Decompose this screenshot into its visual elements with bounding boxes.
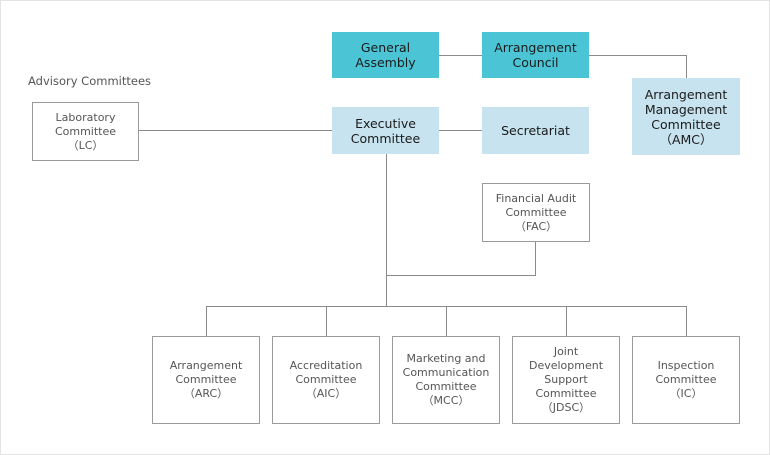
amc-line-3: Committee [651, 116, 721, 132]
line-drop-aic [326, 306, 327, 336]
arrangement-council-line-2: Council [512, 55, 559, 70]
aic-line-1: Accreditation [289, 359, 363, 372]
line-assembly-council [439, 55, 483, 56]
ic-line-3: （IC） [669, 387, 703, 400]
arc-line-2: Committee [175, 373, 237, 386]
mcc-line-2: Communication [402, 366, 490, 379]
financial-audit-committee-box: Financial Audit Committee （FAC） [482, 183, 590, 242]
jdsc-line-5: （JDSC） [541, 401, 591, 414]
line-lab-executive [139, 130, 333, 131]
amc-line-4: （AMC） [659, 131, 713, 147]
arrangement-council-box: Arrangement Council [482, 32, 589, 78]
advisory-committees-heading: Advisory Committees [28, 74, 152, 88]
laboratory-committee-line-1: Laboratory [55, 110, 116, 124]
general-assembly-line-2: Assembly [355, 55, 416, 70]
mcc-line-3: Committee [415, 380, 477, 393]
mcc-line-1: Marketing and [406, 352, 486, 365]
ic-line-2: Committee [655, 373, 717, 386]
aic-line-2: Committee [295, 373, 357, 386]
laboratory-committee-box: Laboratory Committee （LC） [32, 102, 139, 161]
jdsc-line-2: Development [528, 359, 604, 372]
aic-box: Accreditation Committee （AIC） [272, 336, 380, 424]
laboratory-committee-line-2: Committee [54, 124, 117, 138]
general-assembly-box: General Assembly [332, 32, 439, 78]
financial-audit-committee-line-1: Financial Audit [495, 191, 577, 205]
line-drop-ic [686, 306, 687, 336]
amc-box: Arrangement Management Committee （AMC） [632, 78, 740, 155]
executive-committee-box: Executive Committee [332, 107, 439, 154]
line-council-amc-v [686, 55, 687, 79]
line-executive-trunk [386, 154, 387, 307]
line-fac-v [535, 242, 536, 276]
arrangement-council-line-1: Arrangement [494, 40, 577, 55]
amc-line-2: Management [644, 101, 728, 117]
executive-committee-line-1: Executive [355, 115, 416, 131]
executive-committee-line-2: Committee [350, 130, 421, 146]
jdsc-box: Joint Development Support Committee （JDS… [512, 336, 620, 424]
jdsc-line-4: Committee [535, 387, 597, 400]
financial-audit-committee-line-2: Committee [505, 205, 567, 219]
jdsc-line-1: Joint [553, 345, 579, 358]
line-council-amc-h [589, 55, 687, 56]
arc-box: Arrangement Committee （ARC） [152, 336, 260, 424]
secretariat-line-1: Secretariat [501, 123, 570, 138]
aic-line-3: （AIC） [305, 387, 347, 400]
line-drop-jdsc [566, 306, 567, 336]
ic-line-1: Inspection [657, 359, 715, 372]
line-executive-secretariat [439, 130, 483, 131]
financial-audit-committee-line-3: （FAC） [514, 219, 558, 233]
jdsc-line-3: Support [544, 373, 588, 386]
line-fac-h [386, 275, 536, 276]
mcc-box: Marketing and Communication Committee （M… [392, 336, 500, 424]
amc-line-1: Arrangement [644, 86, 728, 102]
general-assembly-line-1: General [360, 40, 411, 55]
ic-box: Inspection Committee （IC） [632, 336, 740, 424]
laboratory-committee-line-3: （LC） [67, 138, 104, 152]
arc-line-1: Arrangement [169, 359, 243, 372]
arc-line-3: （ARC） [183, 387, 229, 400]
line-drop-arc [206, 306, 207, 336]
mcc-line-4: （MCC） [422, 394, 470, 407]
line-drop-mcc [446, 306, 447, 336]
secretariat-box: Secretariat [482, 107, 589, 154]
